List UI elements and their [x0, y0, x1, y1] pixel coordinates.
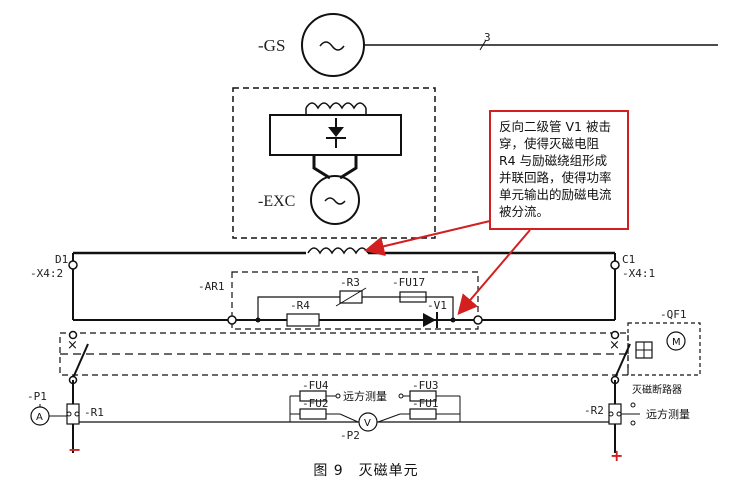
- x42-label: -X4:2: [30, 267, 63, 280]
- remote-measure-mid: 远方测量: [343, 389, 387, 403]
- voltmeter-icon: [358, 412, 378, 432]
- ammeter-letter: A: [36, 412, 43, 423]
- fu4-label: -FU4: [302, 379, 329, 392]
- v1-diode: [423, 313, 436, 327]
- exc-label: -EXC: [258, 193, 295, 210]
- minus-sign: −: [68, 440, 82, 459]
- qf1-label: -QF1: [660, 308, 687, 321]
- plus-sign: +: [610, 446, 624, 465]
- exc-dashed-box: [232, 87, 436, 239]
- fu3-fuse: [409, 390, 437, 402]
- terminal-x42: [68, 260, 78, 270]
- remote-measure-right: 远方测量: [646, 407, 690, 421]
- fu17-label: -FU17: [392, 276, 425, 289]
- fu3-label: -FU3: [412, 379, 439, 392]
- r1-label: -R1: [84, 406, 104, 419]
- gs-label: -GS: [258, 36, 285, 55]
- fu1-fuse: [409, 408, 437, 420]
- svg-text:M: M: [672, 337, 681, 348]
- generator-symbol: [301, 13, 365, 77]
- r4-resistor: [286, 313, 320, 327]
- wire-count-mark: 3: [484, 31, 491, 44]
- right-breaker-contact: [614, 343, 631, 379]
- motor-icon: [666, 331, 686, 351]
- r3-label: -R3: [340, 276, 360, 289]
- voltmeter-letter: V: [364, 418, 371, 429]
- x41-label: -X4:1: [622, 267, 655, 280]
- p2-label: -P2: [340, 429, 360, 442]
- d1-label: D1: [55, 253, 68, 266]
- breaker-label: 灭磁断路器: [632, 383, 682, 396]
- exciter-symbol: [310, 175, 360, 225]
- fu2-label: -FU2: [302, 397, 329, 410]
- arrow-to-v1: [457, 229, 531, 316]
- breaker-dashed-box: [59, 332, 629, 376]
- fu2-fuse: [299, 408, 327, 420]
- ac-wave-icon-2: [324, 197, 346, 205]
- figure-caption: 图 9 灭磁单元: [313, 463, 419, 479]
- qf1-box: [627, 322, 701, 376]
- left-breaker-contact: [72, 343, 89, 379]
- ar1-dashed-box: [231, 271, 479, 330]
- r2-label: -R2: [584, 404, 604, 417]
- p1-label: -P1: [27, 390, 47, 403]
- annotation-box: 反向二级管 V1 被击穿，使得灭磁电阻 R4 与励磁绕组形成并联回路，使得功率单…: [489, 110, 629, 230]
- v1-label: -V1: [427, 299, 447, 312]
- c1-label: C1: [622, 253, 635, 266]
- fu1-label: -FU1: [412, 397, 439, 410]
- rectifier-box: [269, 114, 402, 156]
- exciter-coil: [305, 102, 367, 110]
- svg-text:×: ×: [67, 338, 78, 353]
- fu4-fuse: [299, 390, 327, 402]
- ar1-label: -AR1: [198, 280, 225, 293]
- svg-text:×: ×: [609, 338, 620, 353]
- arrow-to-winding: [364, 220, 491, 257]
- ac-wave-icon: [319, 41, 345, 51]
- terminal-x41: [610, 260, 620, 270]
- diode-icon: [328, 127, 344, 137]
- r4-label: -R4: [290, 299, 310, 312]
- field-winding: [307, 247, 369, 255]
